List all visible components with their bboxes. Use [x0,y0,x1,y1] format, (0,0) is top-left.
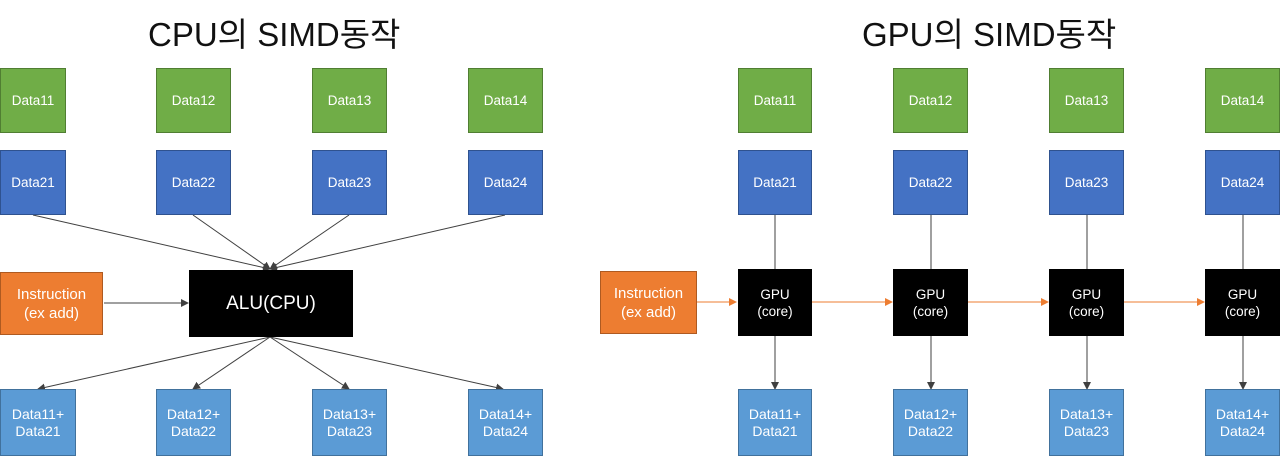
gpu-result3-box: Data13+ Data23 [1049,389,1124,456]
cpu-data23-box: Data23 [312,150,387,215]
gpu-result2-box: Data12+ Data22 [893,389,968,456]
arrow-data22-to-alu [192,214,271,270]
gpu-data22-box: Data22 [893,150,968,215]
arrow-alu-to-result4 [269,336,504,392]
arrow-data24-to-alu [269,214,506,272]
arrow-alu-to-result1 [37,336,271,392]
cpu-data22-box: Data22 [156,150,231,215]
arrow-data21-to-alu [32,214,271,272]
gpu-data23-box: Data23 [1049,150,1124,215]
cpu-data21-box: Data21 [0,150,66,215]
gpu-data13-box: Data13 [1049,68,1124,133]
gpu-instruction-box: Instruction (ex add) [600,271,697,334]
cpu-data11-box: Data11 [0,68,66,133]
cpu-alu-box: ALU(CPU) [189,270,353,337]
cpu-data12-box: Data12 [156,68,231,133]
arrow-alu-to-result3 [269,336,350,390]
gpu-core2-box: GPU (core) [893,269,968,336]
arrow-alu-to-result2 [192,336,271,390]
cpu-data13-box: Data13 [312,68,387,133]
cpu-data24-box: Data24 [468,150,543,215]
cpu-result1-box: Data11+ Data21 [0,389,76,456]
gpu-simd-title: GPU의 SIMD동작 [862,16,1117,53]
gpu-result4-box: Data14+ Data24 [1205,389,1280,456]
gpu-data11-box: Data11 [738,68,812,133]
gpu-core1-box: GPU (core) [738,269,812,336]
gpu-core4-box: GPU (core) [1205,269,1280,336]
cpu-result4-box: Data14+ Data24 [468,389,543,456]
gpu-result1-box: Data11+ Data21 [738,389,812,456]
arrow-data23-to-alu [269,214,350,270]
cpu-result2-box: Data12+ Data22 [156,389,231,456]
gpu-data24-box: Data24 [1205,150,1280,215]
gpu-core3-box: GPU (core) [1049,269,1124,336]
cpu-result3-box: Data13+ Data23 [312,389,387,456]
gpu-data14-box: Data14 [1205,68,1280,133]
cpu-instruction-box: Instruction (ex add) [0,272,103,335]
gpu-data12-box: Data12 [893,68,968,133]
cpu-simd-title: CPU의 SIMD동작 [148,16,401,53]
gpu-data21-box: Data21 [738,150,812,215]
cpu-data14-box: Data14 [468,68,543,133]
